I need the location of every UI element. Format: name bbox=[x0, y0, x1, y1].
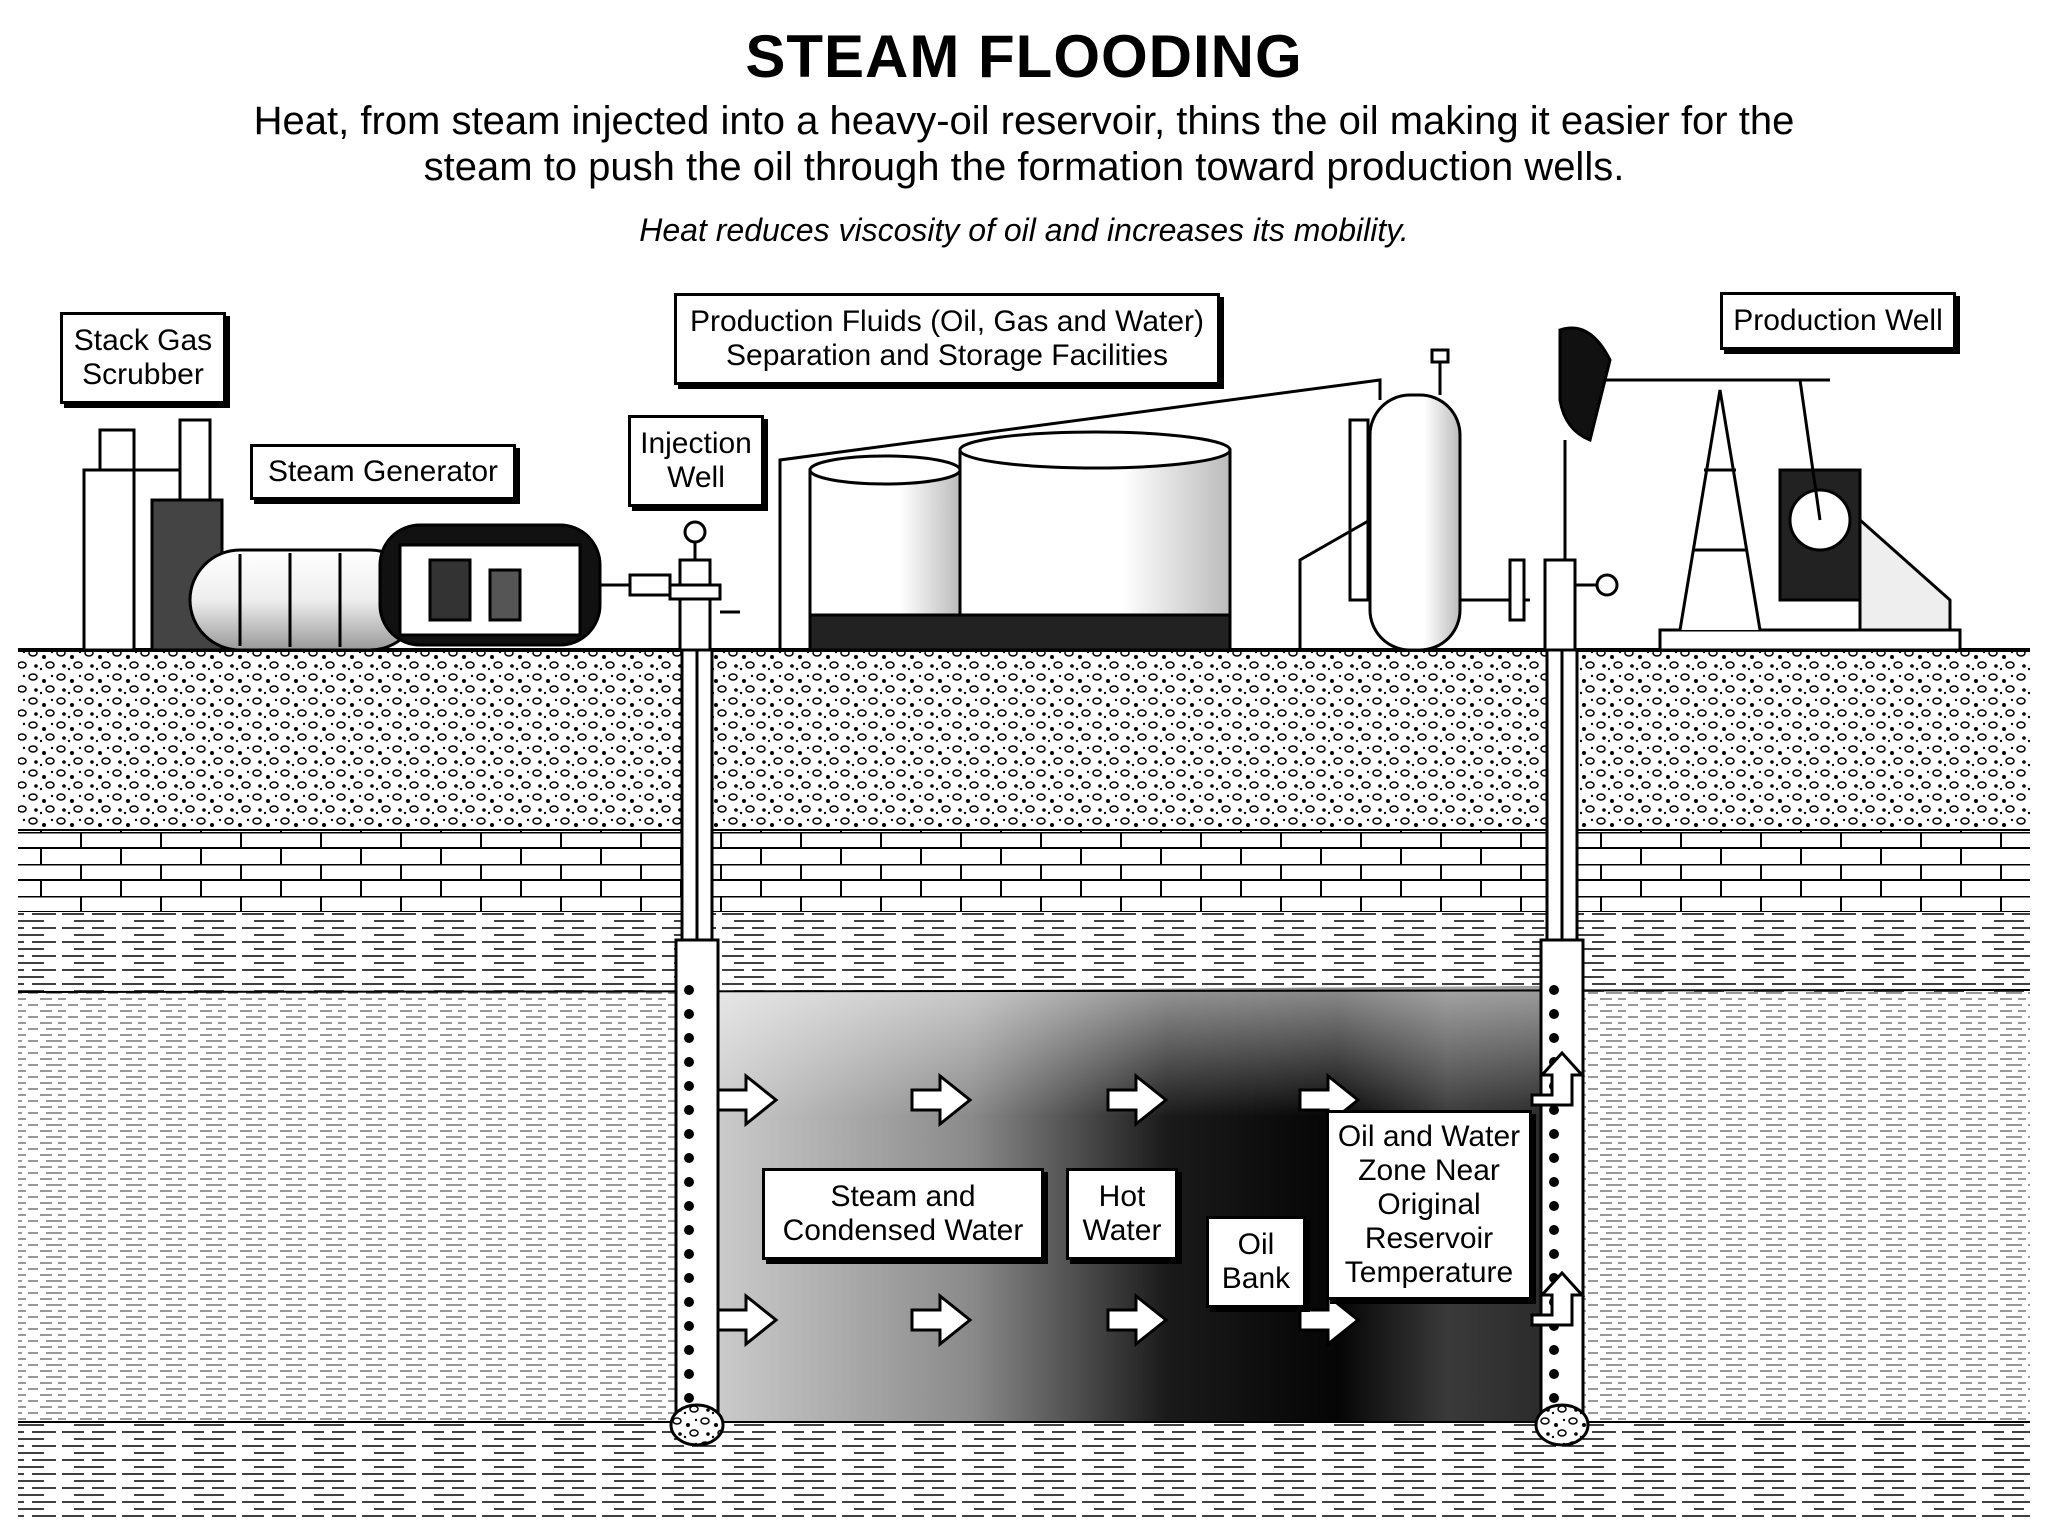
flow-arrow bbox=[1106, 1292, 1169, 1348]
label-injection-well: Injection Well bbox=[628, 415, 764, 507]
perforation-dot bbox=[1549, 1129, 1559, 1139]
perforation-dot bbox=[684, 1153, 694, 1163]
perforation-dot bbox=[1549, 1249, 1559, 1259]
diagram-note: Heat reduces viscosity of oil and increa… bbox=[639, 212, 1409, 248]
perforation-dot bbox=[684, 1057, 694, 1067]
storage-tanks-illustration bbox=[778, 378, 1382, 652]
flow-arrow bbox=[910, 1072, 973, 1128]
flow-arrow bbox=[1298, 1292, 1361, 1348]
perforation-dot bbox=[1549, 1009, 1559, 1019]
perforation-dot bbox=[684, 1369, 694, 1379]
diagram-title: STEAM FLOODING bbox=[745, 23, 1303, 90]
label-production-facilities: Production Fluids (Oil, Gas and Water) S… bbox=[674, 293, 1220, 385]
perforation-dot bbox=[1549, 1153, 1559, 1163]
perforation-dot bbox=[684, 1033, 694, 1043]
perforation-dot bbox=[684, 1321, 694, 1331]
separator-vessel-illustration bbox=[1298, 348, 1530, 652]
injection-well-bore bbox=[669, 648, 725, 1447]
perforation-dot bbox=[1549, 1033, 1559, 1043]
production-wellhead-illustration bbox=[1508, 558, 1619, 652]
perforation-dot bbox=[1549, 1393, 1559, 1403]
perforation-dot bbox=[1549, 1105, 1559, 1115]
flow-arrow bbox=[716, 1072, 779, 1128]
label-steam-condensed-water: Steam and Condensed Water bbox=[762, 1168, 1044, 1260]
perforation-dot bbox=[684, 1129, 694, 1139]
perforation-dot bbox=[684, 1297, 694, 1307]
perforation-dot bbox=[1549, 1345, 1559, 1355]
label-steam-generator: Steam Generator bbox=[250, 444, 516, 500]
perforation-dot bbox=[1549, 1369, 1559, 1379]
flow-arrow bbox=[1106, 1072, 1169, 1128]
pump-jack-illustration bbox=[1558, 326, 1962, 652]
steam-generator-illustration bbox=[188, 523, 680, 652]
perforation-dot bbox=[684, 1249, 694, 1259]
perforation-dot bbox=[1549, 1225, 1559, 1235]
perforation-dot bbox=[1549, 1201, 1559, 1211]
diagram-subtitle: Heat, from steam injected into a heavy-o… bbox=[253, 99, 1795, 189]
shale-layer-lower bbox=[18, 1421, 2030, 1522]
perforation-dot bbox=[684, 1201, 694, 1211]
brick-layer bbox=[18, 829, 2030, 913]
flow-arrows bbox=[716, 1050, 1586, 1348]
label-hot-water: Hot Water bbox=[1066, 1168, 1178, 1260]
label-production-well: Production Well bbox=[1720, 292, 1956, 350]
perforation-dot bbox=[684, 1393, 694, 1403]
perforation-dot bbox=[684, 1081, 694, 1091]
perforation-dot bbox=[684, 1177, 694, 1187]
perforation-dot bbox=[684, 1345, 694, 1355]
label-oil-water-zone: Oil and Water Zone Near Original Reservo… bbox=[1326, 1110, 1532, 1300]
shale-layer-upper bbox=[18, 912, 2030, 992]
perforation-dot bbox=[684, 1273, 694, 1283]
production-well-bore bbox=[1534, 648, 1590, 1447]
perforation-dot bbox=[1549, 1177, 1559, 1187]
perforation-dot bbox=[1549, 985, 1559, 995]
label-stack-gas-scrubber: Stack Gas Scrubber bbox=[60, 312, 226, 404]
perforation-dot bbox=[684, 985, 694, 995]
flow-arrow bbox=[910, 1292, 973, 1348]
flow-arrow bbox=[716, 1292, 779, 1348]
gravel-layer bbox=[18, 650, 2030, 830]
perforation-dot bbox=[684, 1225, 694, 1235]
upflow-arrow bbox=[1530, 1270, 1586, 1327]
injection-wellhead-illustration bbox=[628, 520, 740, 652]
perforation-dot bbox=[684, 1105, 694, 1115]
upflow-arrow bbox=[1530, 1050, 1586, 1107]
perforation-dot bbox=[684, 1009, 694, 1019]
label-oil-bank: Oil Bank bbox=[1206, 1216, 1306, 1308]
